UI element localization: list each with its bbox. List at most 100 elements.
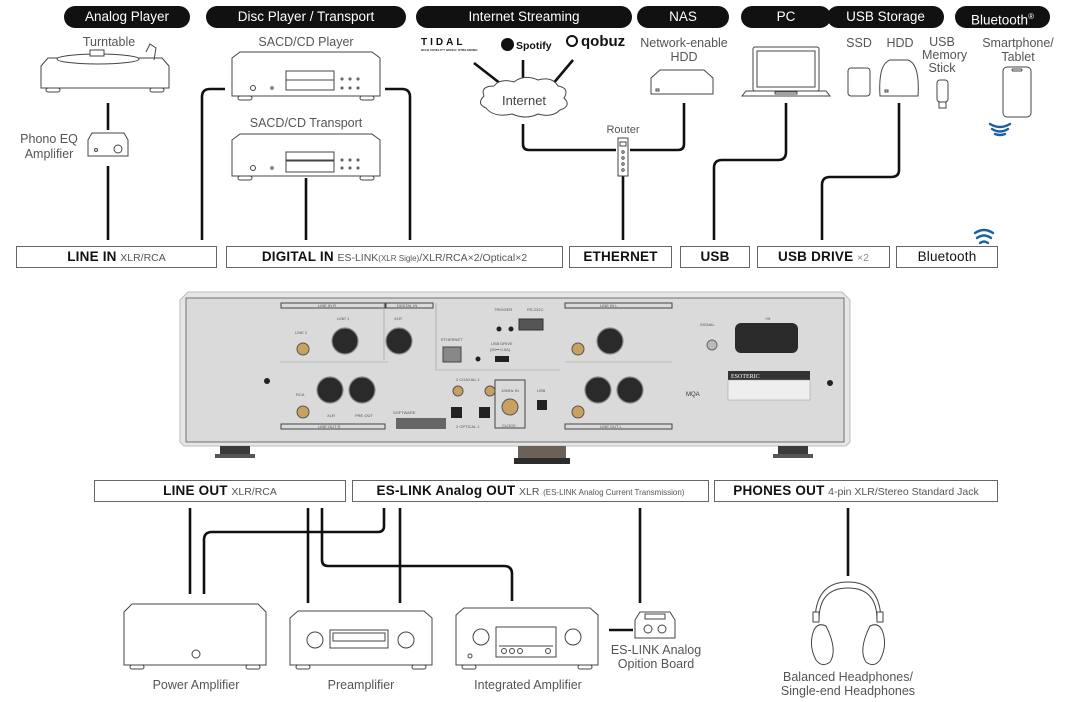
ssd-icon [847, 67, 871, 97]
label-phono-eq-line1: Phono EQ [20, 132, 78, 146]
hdd-icon [879, 59, 919, 97]
label-smartphone: Smartphone/ Tablet [970, 36, 1066, 64]
label-power-amplifier: Power Amplifier [152, 678, 240, 692]
label-integrated-amplifier: Integrated Amplifier [474, 678, 582, 692]
panel-label-optical: 2 OPTICAL 1 [456, 424, 480, 429]
input-line-in-name: LINE IN [67, 249, 117, 264]
input-digital-in-detail-a: ES-LINK [337, 252, 379, 264]
internet-cloud-icon [480, 76, 568, 118]
qobuz-logo: qobuz [566, 33, 625, 50]
output-eslink-analog: ES-LINK Analog OUT XLR (ES-LINK Analog C… [352, 480, 709, 502]
panel-label-xlr-out: XLR [327, 413, 335, 418]
output-eslink-analog-detail: XLR [519, 486, 540, 498]
label-nas-hdd-line1: Network-enable [640, 36, 728, 50]
label-phono-eq-line2: Amplifier [24, 147, 74, 161]
output-eslink-analog-detail-small: (ES-LINK Analog Current Transmission) [543, 488, 685, 497]
label-headphones: Balanced Headphones/ Single-end Headphon… [778, 670, 918, 698]
panel-label-clock: CLOCK [502, 423, 516, 428]
input-bluetooth-name: Bluetooth [917, 249, 977, 264]
category-pc: PC [741, 6, 831, 28]
laptop-icon [740, 46, 832, 97]
qobuz-logo-text: qobuz [581, 33, 626, 50]
input-usb-name: USB [700, 249, 730, 264]
category-analog-player: Analog Player [64, 6, 190, 28]
cable-internet-router [521, 124, 616, 152]
panel-label-line-in-r: LINE IN R [318, 303, 336, 308]
input-line-in-detail: XLR/RCA [120, 252, 166, 264]
label-ssd: SSD [846, 36, 872, 50]
label-preamplifier: Preamplifier [327, 678, 395, 692]
panel-label-line1: LINE 1 [337, 316, 350, 321]
spotify-logo: Spotify [501, 38, 552, 52]
panel-label-ac-in: ~IN [764, 316, 770, 321]
panel-brand-logo: ESOTERIC [731, 374, 760, 380]
category-usb-storage: USB Storage [827, 6, 944, 28]
panel-label-rs232c: RS-232C [527, 307, 544, 312]
cable-sacd-player-right [385, 87, 412, 240]
smartphone-icon [1002, 66, 1032, 118]
panel-label-trigger: TRIGGER [494, 307, 512, 312]
category-disc-player: Disc Player / Transport [206, 6, 406, 28]
panel-label-xlr: XLR [394, 316, 402, 321]
label-eslink-board-line2: Opition Board [617, 657, 695, 671]
label-smartphone-line2: Tablet [1001, 50, 1035, 64]
nas-hdd-icon [650, 69, 714, 95]
label-usb-stick: USB Memory Stick [922, 35, 968, 75]
input-usb-drive-name: USB DRIVE [778, 249, 854, 264]
power-amplifier-icon [123, 603, 267, 670]
cable-tidal-internet [473, 61, 502, 86]
sacd-player-icon [231, 51, 381, 101]
output-line-out-detail: XLR/RCA [231, 486, 277, 498]
cable-qobuz-internet [551, 59, 574, 86]
qobuz-icon [566, 35, 578, 47]
rear-panel-device: LINE IN R DIGITAL IN LINE 1 LINE 2 XLR R… [179, 291, 851, 464]
category-bluetooth-label: Bluetooth [971, 12, 1029, 28]
input-usb-drive: USB DRIVE ×2 [757, 246, 890, 268]
integrated-amplifier-icon [455, 607, 599, 670]
panel-label-usb: USB [537, 388, 546, 393]
panel-label-rca: RCA [296, 392, 305, 397]
cable-pc-usb [712, 103, 788, 240]
registered-mark: ® [1028, 12, 1034, 21]
output-phones-out-name: PHONES OUT [733, 483, 825, 498]
label-router: Router [606, 124, 640, 136]
panel-label-signal-gnd: SIGNAL [700, 322, 715, 327]
panel-label-ethernet: ETHERNET [441, 337, 463, 342]
label-usb-stick-line1: USB [929, 35, 955, 49]
cable-sacd-player-left [200, 87, 225, 240]
cable-hdd-usbdrive [820, 103, 901, 240]
output-phones-out-detail: 4-pin XLR/Stereo Standard Jack [828, 486, 979, 498]
category-bluetooth: Bluetooth® [955, 6, 1050, 28]
panel-label-usb-drive-rating: (5V⎓ 0.5A) [490, 347, 511, 352]
input-digital-in-detail-small: (XLR Sigle) [378, 254, 420, 263]
cable-nas-router [630, 103, 686, 152]
category-nas: NAS [637, 6, 729, 28]
output-line-out: LINE OUT XLR/RCA [94, 480, 346, 502]
label-sacd-transport: SACD/CD Transport [249, 116, 363, 130]
label-phono-eq: Phono EQ Amplifier [14, 132, 84, 162]
label-eslink-board: ES-LINK Analog Opition Board [608, 643, 704, 671]
input-digital-in-detail-b: /XLR/RCA×2/Optical×2 [419, 252, 528, 264]
tidal-logo-tagline: HIGH FIDELITY MUSIC STREAMING [421, 48, 478, 52]
headphones-icon [810, 581, 886, 666]
panel-label-line-out-r: LINE OUT R [318, 424, 340, 429]
label-turntable: Turntable [82, 35, 136, 49]
panel-label-software: SOFTWARE [393, 410, 416, 415]
panel-label-clock-in: 10MHz IN [501, 388, 519, 393]
panel-mqa-logo: MQA [686, 392, 700, 398]
panel-label-usb-drive: USB DRIVE [491, 341, 513, 346]
tidal-logo-text: TIDAL [421, 37, 466, 48]
label-usb-stick-line2: Memory [922, 48, 968, 62]
input-digital-in: DIGITAL IN ES-LINK(XLR Sigle)/XLR/RCA×2/… [226, 246, 563, 268]
bluetooth-wave-input-icon [973, 228, 995, 245]
router-icon [617, 137, 629, 177]
panel-label-line2: LINE 2 [295, 330, 308, 335]
label-smartphone-line1: Smartphone/ [982, 36, 1054, 50]
label-usb-stick-line3: Stick [928, 61, 956, 75]
panel-label-line-out-l: LINE OUT L [600, 424, 622, 429]
output-phones-out: PHONES OUT 4-pin XLR/Stereo Standard Jac… [714, 480, 998, 502]
eslink-option-board-icon [634, 611, 676, 639]
label-nas-hdd: Network-enable HDD [636, 36, 732, 64]
phono-eq-icon [87, 132, 129, 157]
cable-lineout-integrated [320, 508, 514, 601]
